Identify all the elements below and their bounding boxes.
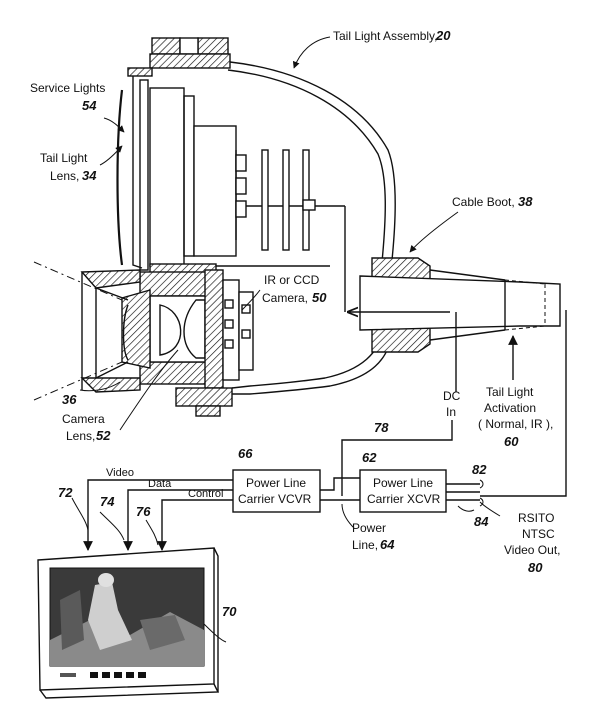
num-66: 66 [238, 446, 253, 461]
xcvr-label-2: Carrier XCVR [367, 492, 441, 506]
num-camera-lens: 52 [96, 428, 111, 443]
num-82: 82 [472, 462, 487, 477]
num-camera: 50 [312, 290, 327, 305]
vcvr-label-1: Power Line [246, 476, 306, 490]
num-62: 62 [362, 450, 377, 465]
xcvr-label-1: Power Line [373, 476, 433, 490]
label-cable-boot: Cable Boot, [452, 195, 515, 209]
num-cable-boot: 38 [518, 194, 533, 209]
num-activation: 60 [504, 434, 519, 449]
label-power-line-2: Line, [352, 538, 378, 552]
tail-light-assembly-drawing [33, 37, 561, 417]
label-activation-1: Tail Light [486, 385, 534, 399]
leader-lines [79, 36, 518, 431]
label-tail-light-assembly: Tail Light Assembly, [333, 29, 438, 43]
num-tail-light-assembly: 20 [435, 28, 451, 43]
label-camera-lens-1: Camera [62, 412, 105, 426]
num-70: 70 [222, 604, 237, 619]
num-tail-light-lens: 34 [82, 168, 97, 183]
label-tail-light-lens-1: Tail Light [40, 151, 88, 165]
label-tail-light-lens-2: Lens, [50, 169, 79, 183]
num-72: 72 [58, 485, 73, 500]
num-76: 76 [136, 504, 151, 519]
label-service-lights: Service Lights [30, 81, 105, 95]
label-dc-in-1: DC [443, 389, 461, 403]
label-data: Data [148, 478, 172, 490]
label-activation-3: ( Normal, IR ), [478, 417, 553, 431]
num-78: 78 [374, 420, 389, 435]
num-74: 74 [100, 494, 115, 509]
monitor [37, 547, 220, 699]
label-power-line-1: Power [352, 521, 386, 535]
num-power-line: 64 [380, 537, 395, 552]
label-rsito-1: RSITO [518, 511, 554, 525]
label-control: Control [188, 488, 223, 500]
wiring [71, 310, 567, 643]
label-dc-in-2: In [446, 405, 456, 419]
power-line-carrier-xcvr-box [359, 469, 447, 513]
num-36: 36 [62, 392, 77, 407]
label-camera-lens-2: Lens, [66, 429, 95, 443]
num-rsito: 80 [528, 560, 543, 575]
num-84: 84 [474, 514, 489, 529]
vcvr-label-2: Carrier VCVR [238, 492, 312, 506]
label-rsito-3: Video Out, [504, 543, 560, 557]
power-line-carrier-vcvr-box [232, 469, 321, 513]
label-activation-2: Activation [484, 401, 536, 415]
label-camera-1: IR or CCD [264, 273, 320, 287]
label-video: Video [106, 467, 134, 479]
labels: Tail Light Assembly, 20 Service Lights 5… [30, 28, 560, 619]
num-service-lights: 54 [82, 98, 97, 113]
label-rsito-2: NTSC [522, 527, 555, 541]
label-camera-2: Camera, [262, 291, 308, 305]
